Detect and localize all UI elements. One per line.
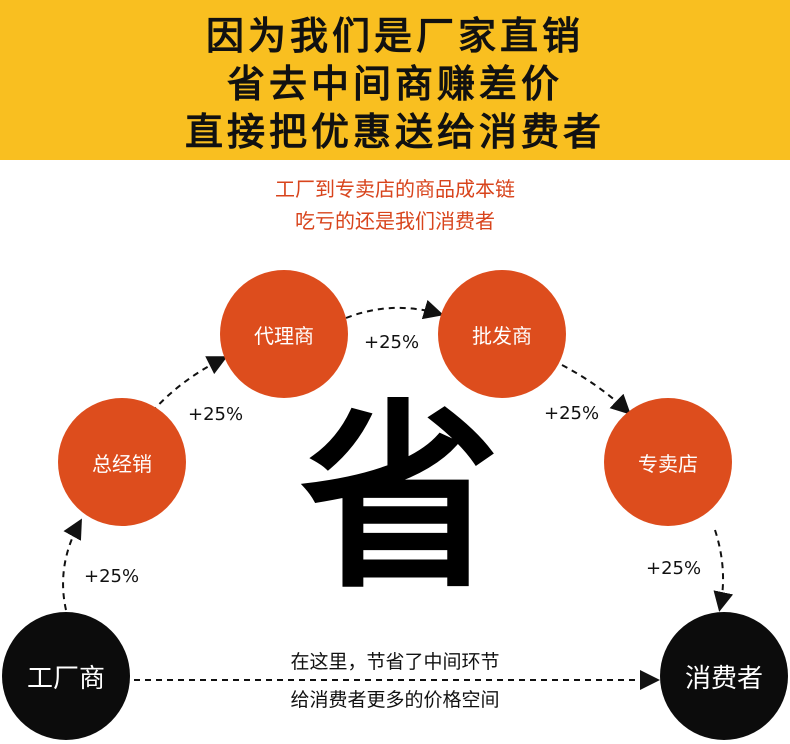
node-factory-label: 工厂商 bbox=[26, 663, 105, 694]
markup-label-4: +25% bbox=[544, 403, 600, 424]
node-consumer: 消费者 bbox=[660, 612, 788, 740]
arrow-factory-to-general bbox=[62, 518, 82, 611]
arrow-store-to-consumer bbox=[713, 529, 734, 612]
node-general-distributor: 总经销 bbox=[58, 398, 186, 526]
banner-line-1: 因为我们是厂家直销 bbox=[205, 14, 584, 58]
node-agent-label: 代理商 bbox=[254, 323, 314, 348]
banner-line-2: 省去中间商赚差价 bbox=[226, 62, 563, 106]
subtitle-line-2: 吃亏的还是我们消费者 bbox=[295, 209, 495, 233]
arrow-agent-to-wholesale bbox=[345, 299, 444, 320]
node-store-label: 专卖店 bbox=[638, 451, 698, 476]
markup-label-2: +25% bbox=[188, 404, 244, 425]
markup-label-5: +25% bbox=[646, 558, 702, 579]
arrow-general-to-agent bbox=[151, 356, 228, 413]
node-store: 专卖店 bbox=[604, 398, 732, 526]
node-consumer-label: 消费者 bbox=[684, 663, 763, 694]
node-wholesaler: 批发商 bbox=[438, 270, 566, 398]
node-factory: 工厂商 bbox=[2, 612, 130, 740]
banner-line-3: 直接把优惠送给消费者 bbox=[184, 110, 605, 154]
bottom-note-line-2: 给消费者更多的价格空间 bbox=[290, 689, 500, 711]
markup-label-3: +25% bbox=[364, 332, 420, 353]
node-wholesale-label: 批发商 bbox=[472, 323, 532, 348]
node-general-label: 总经销 bbox=[92, 451, 152, 476]
header-banner: 因为我们是厂家直销 省去中间商赚差价 直接把优惠送给消费者 bbox=[0, 0, 790, 160]
subtitle-line-1: 工厂到专卖店的商品成本链 bbox=[275, 177, 515, 201]
bottom-note-line-1: 在这里，节省了中间环节 bbox=[290, 651, 500, 673]
markup-label-1: +25% bbox=[84, 566, 140, 587]
center-save-character: 省 bbox=[300, 383, 501, 616]
node-agent: 代理商 bbox=[220, 270, 348, 398]
